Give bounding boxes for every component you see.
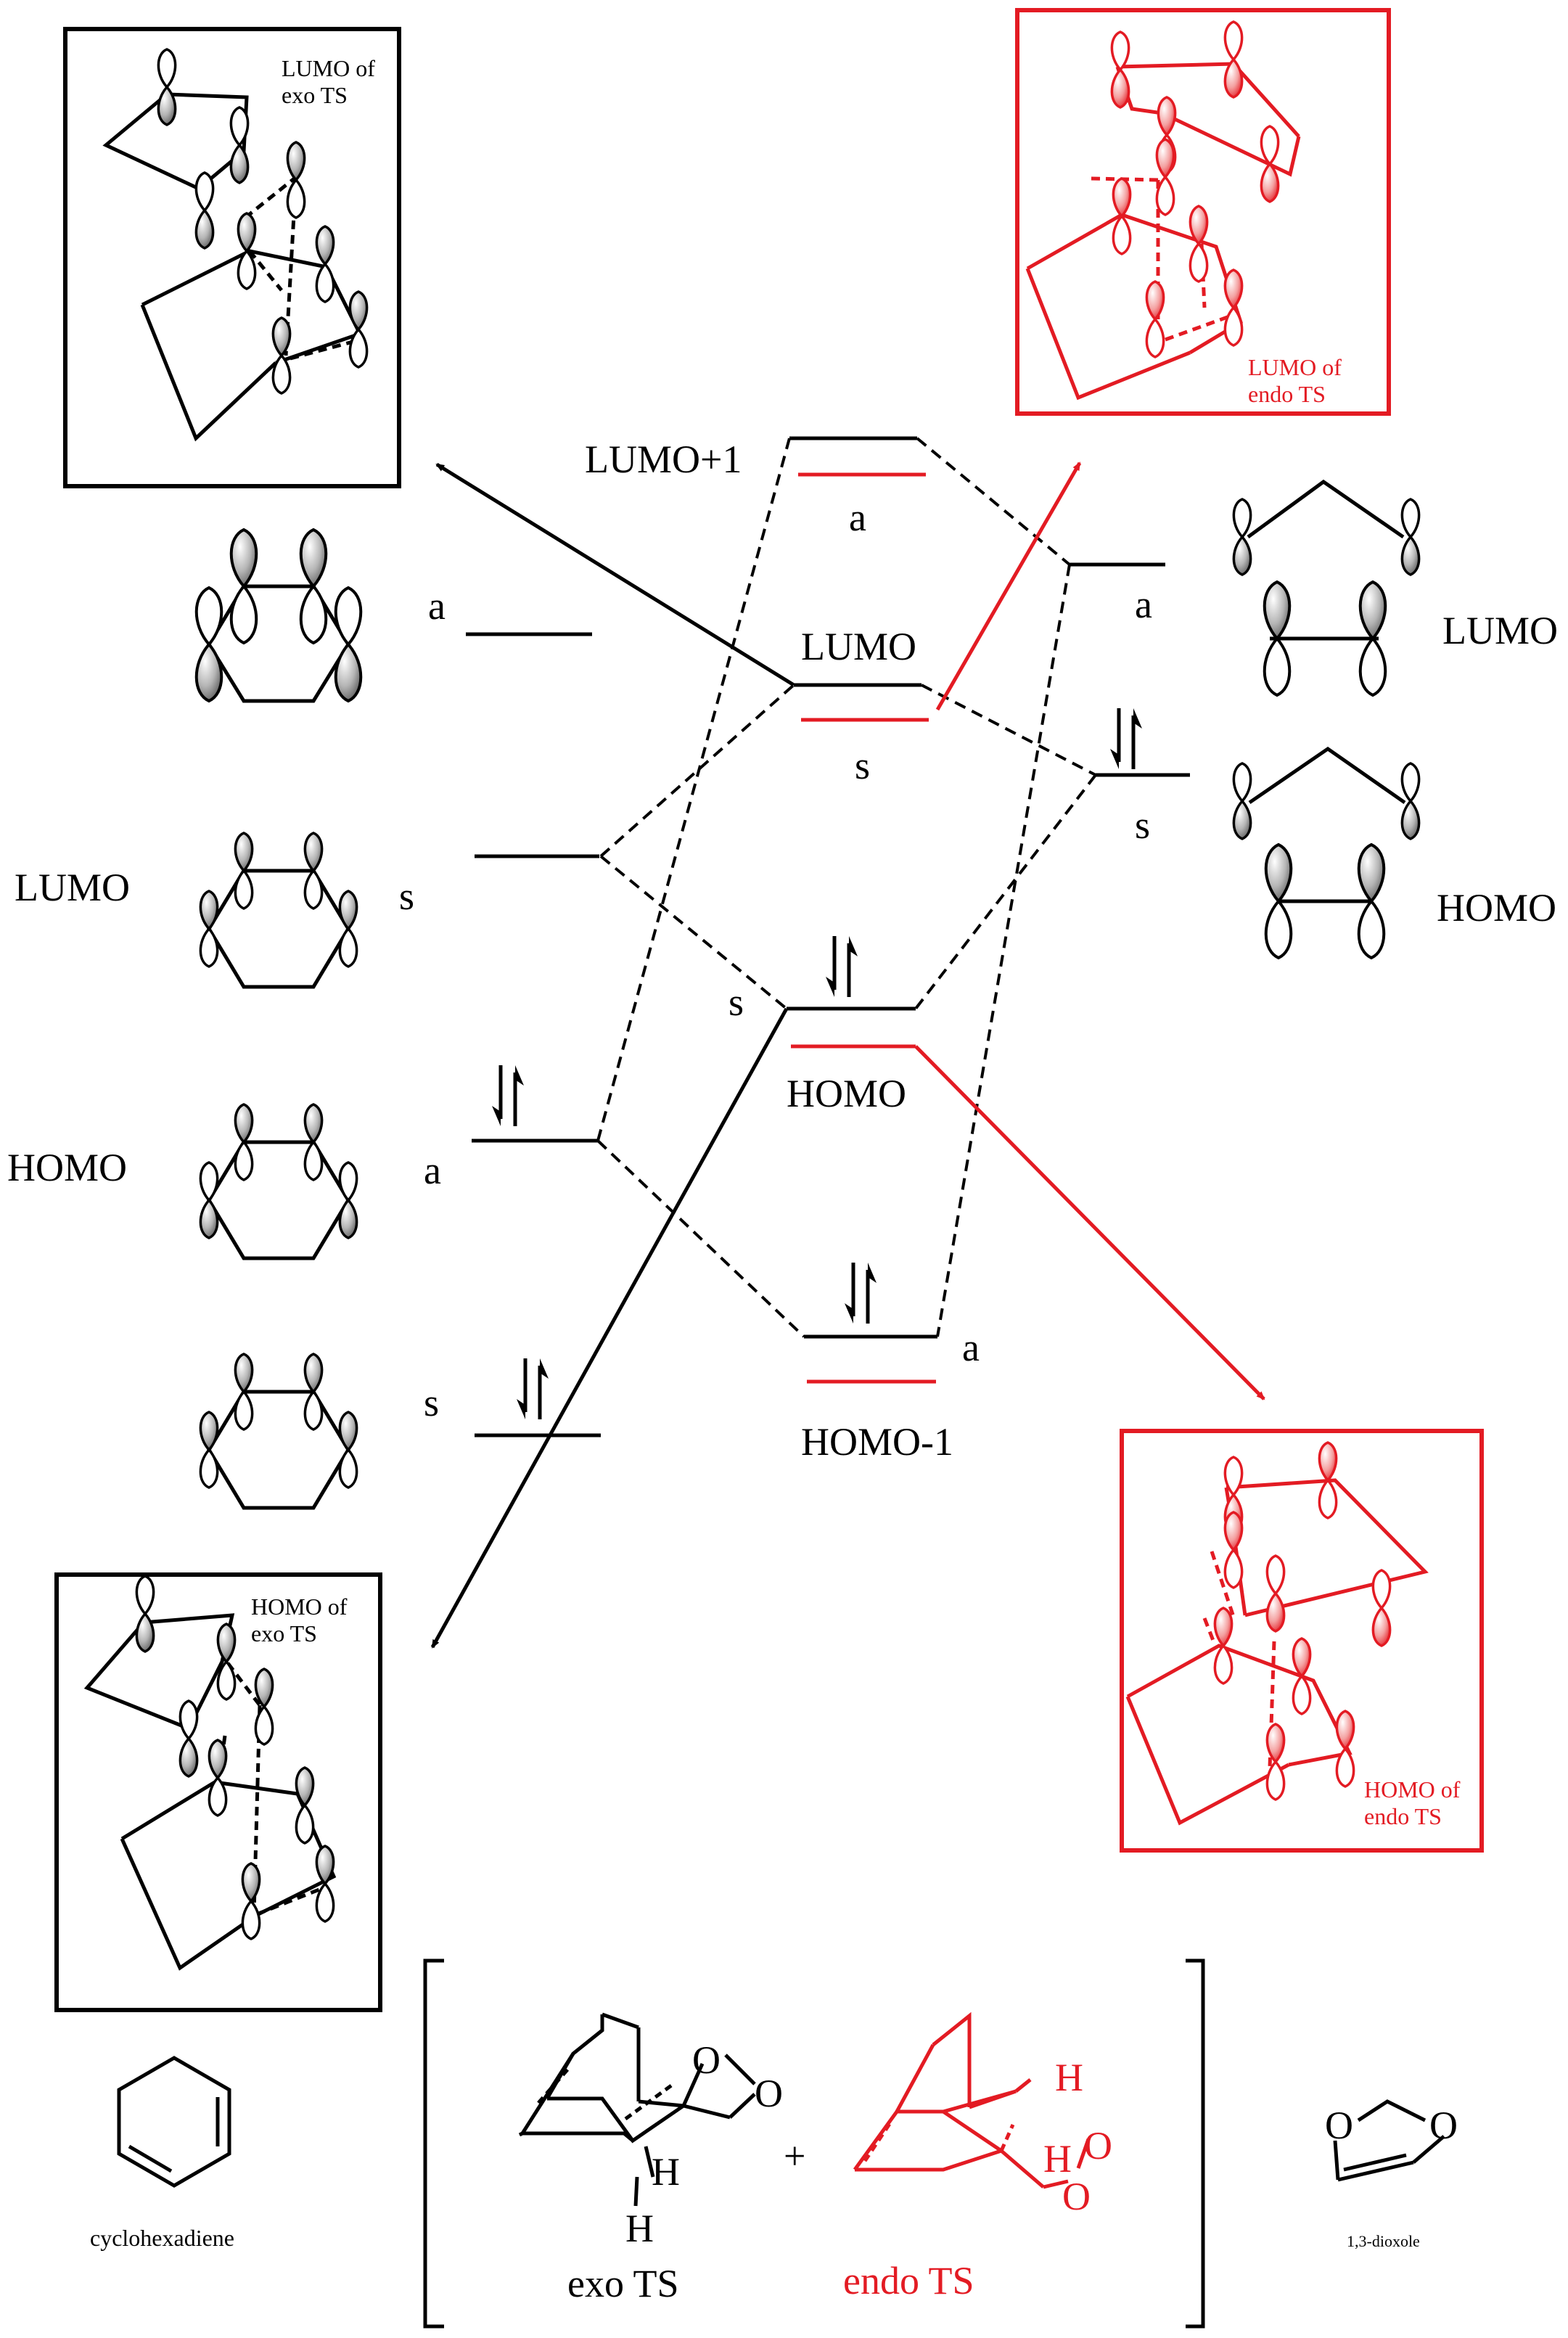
center-homo-symmetry: s	[728, 980, 744, 1024]
right-homo-label: HOMO	[1437, 886, 1557, 930]
right-orbital-lumo	[1234, 479, 1419, 695]
cyclohexadiene-label: cyclohexadiene	[90, 2225, 234, 2251]
left-orbital-bottom	[200, 1354, 356, 1510]
left-level-a-top-symmetry: a	[428, 584, 446, 628]
exo-o-atom-top: O	[692, 2038, 721, 2082]
right-lumo-label: LUMO	[1442, 609, 1558, 652]
cyclohexadiene-structure	[117, 2056, 231, 2188]
endo-homo-box	[1120, 1429, 1484, 1853]
left-lumo-symmetry: s	[399, 874, 415, 918]
arrow-to-endo-homo	[914, 1045, 1265, 1400]
bottom-scheme	[117, 1958, 1445, 2329]
center-lumo-symmetry: s	[855, 744, 871, 787]
dioxole-label: 1,3-dioxole	[1347, 2232, 1420, 2250]
exo-homo-box	[54, 1572, 382, 2012]
exo-h-atom-1: H	[652, 2150, 680, 2194]
left-homo-label: HOMO	[7, 1146, 128, 1189]
dioxole-structure	[1333, 2099, 1445, 2182]
center-lumo-label: LUMO	[801, 625, 916, 668]
energy-levels	[466, 436, 1190, 1437]
left-orbital-homo	[200, 1104, 356, 1260]
dioxole-o-atom-left: O	[1325, 2104, 1353, 2147]
endo-lumo-box	[1015, 8, 1391, 416]
endo-o-atom-top: O	[1084, 2124, 1112, 2167]
arrow-to-endo-lumo	[935, 462, 1082, 711]
center-homo-minus1-symmetry: a	[962, 1326, 980, 1369]
correlation-lines	[596, 437, 1097, 1338]
exo-lumo-box	[63, 27, 401, 488]
right-orbital-homo	[1234, 746, 1419, 958]
endo-h-atom-2: H	[1043, 2137, 1072, 2181]
right-bracket	[1186, 1958, 1205, 2329]
left-bottom-symmetry: s	[424, 1381, 440, 1424]
exo-ts-structure	[518, 2012, 756, 2207]
center-lumo-plus1-label: LUMO+1	[585, 438, 742, 481]
center-lumo-plus1-symmetry: a	[849, 496, 866, 539]
arrow-to-exo-homo	[430, 1007, 789, 1649]
endo-h-atom-1: H	[1055, 2056, 1083, 2099]
left-homo-symmetry: a	[424, 1149, 441, 1192]
arrows	[430, 462, 1265, 1649]
endo-lumo-caption: LUMO of endo TS	[1248, 354, 1342, 407]
endo-ts-structure	[853, 2011, 1091, 2189]
exo-lumo-caption: LUMO of exo TS	[282, 55, 375, 108]
exo-o-atom-right: O	[755, 2072, 783, 2115]
electron-pairs	[492, 708, 1142, 1419]
left-orbital-lumo	[200, 833, 356, 989]
endo-ts-label: endo TS	[843, 2259, 974, 2302]
center-homo-minus1-label: HOMO-1	[801, 1420, 953, 1464]
exo-h-atom-2: H	[625, 2207, 654, 2250]
endo-homo-caption: HOMO of endo TS	[1364, 1776, 1461, 1829]
center-homo-label: HOMO	[787, 1072, 907, 1115]
dioxole-o-atom-right: O	[1429, 2104, 1458, 2147]
right-homo-symmetry: s	[1135, 803, 1151, 847]
left-lumo-label: LUMO	[15, 866, 130, 909]
exo-homo-caption: HOMO of exo TS	[251, 1593, 348, 1646]
exo-ts-label: exo TS	[567, 2262, 679, 2305]
endo-o-atom-bottom: O	[1062, 2175, 1091, 2218]
left-bracket	[423, 1958, 444, 2329]
plus-sign: +	[784, 2134, 806, 2178]
left-orbital-a-top	[197, 530, 361, 703]
arrow-to-exo-lumo	[435, 462, 795, 687]
right-lumo-symmetry: a	[1135, 583, 1152, 626]
